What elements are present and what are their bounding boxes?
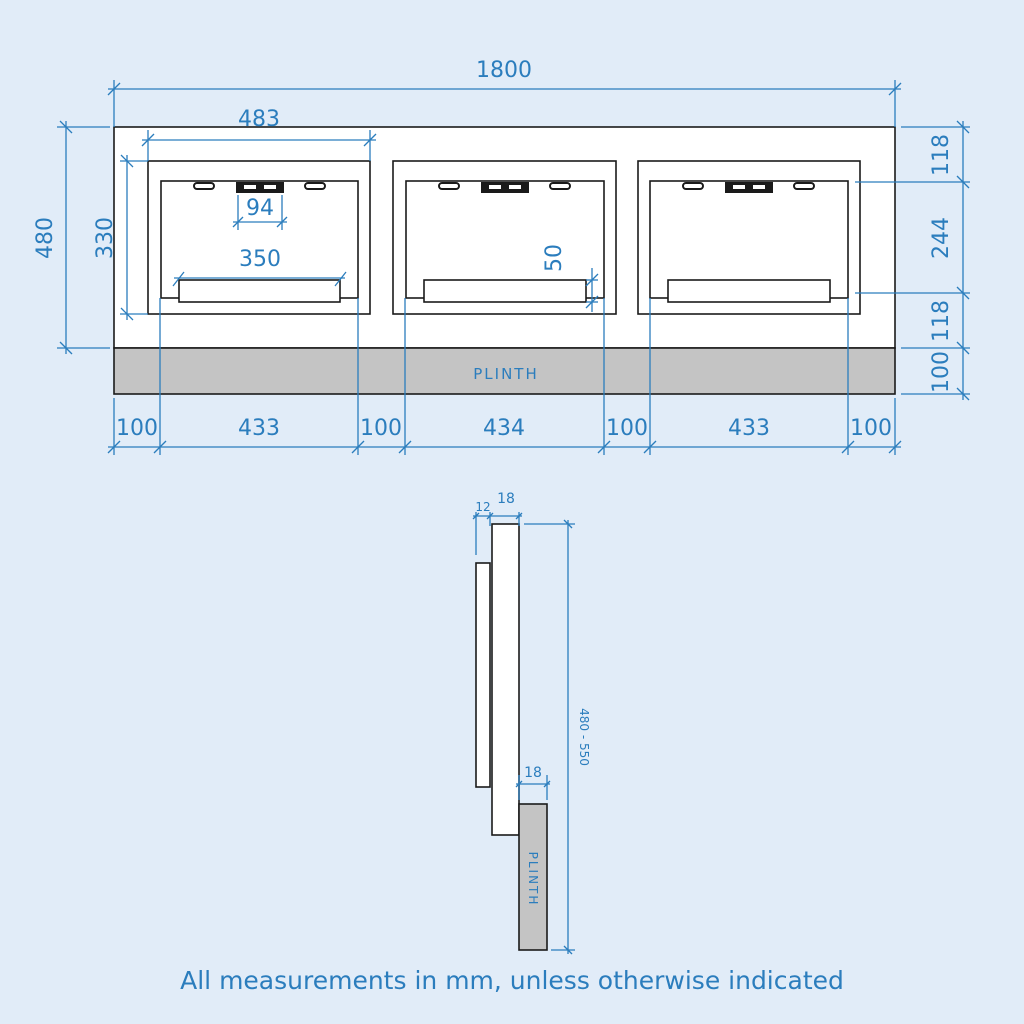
front-view: PLINTH xyxy=(33,58,970,455)
dimension-right-side: 118 244 118 100 xyxy=(855,120,970,401)
svg-text:480: 480 xyxy=(33,217,58,259)
svg-text:244: 244 xyxy=(929,217,954,259)
svg-text:350: 350 xyxy=(239,247,281,272)
svg-text:100: 100 xyxy=(606,416,648,441)
svg-text:18: 18 xyxy=(524,765,542,781)
side-plinth xyxy=(518,803,548,951)
side-view: PLINTH 12 18 18 xyxy=(472,491,591,955)
svg-text:100: 100 xyxy=(360,416,402,441)
dimension-unit-width: 483 xyxy=(141,107,377,161)
dimension-height-range: 480 - 550 xyxy=(524,519,591,955)
tap-fitting-icon xyxy=(438,182,571,193)
plinth-label: PLINTH xyxy=(473,365,539,383)
svg-text:94: 94 xyxy=(246,196,274,221)
svg-text:118: 118 xyxy=(929,134,954,176)
drawer-front-3 xyxy=(667,279,831,303)
svg-text:1800: 1800 xyxy=(476,58,532,83)
drawer-front-2 xyxy=(423,279,587,303)
dimension-bottom: 100 433 100 434 100 433 100 xyxy=(107,298,902,455)
svg-text:483: 483 xyxy=(238,107,280,132)
svg-text:100: 100 xyxy=(116,416,158,441)
basin-unit-2 xyxy=(392,160,617,315)
svg-text:330: 330 xyxy=(93,217,118,259)
dimension-drawer-width: 350 xyxy=(172,247,347,287)
basin-unit-1 xyxy=(147,160,371,315)
basin-unit-3 xyxy=(637,160,861,315)
dimension-drawer-height: 50 xyxy=(542,244,599,312)
carcass-panel xyxy=(491,523,520,836)
plinth xyxy=(113,347,896,395)
dimension-unit-height: 330 xyxy=(93,154,148,321)
measurement-note: All measurements in mm, unless otherwise… xyxy=(180,966,844,995)
svg-text:12: 12 xyxy=(475,500,490,514)
svg-text:434: 434 xyxy=(483,416,525,441)
svg-text:50: 50 xyxy=(542,244,567,272)
svg-text:480 - 550: 480 - 550 xyxy=(577,708,591,766)
svg-text:100: 100 xyxy=(929,351,954,393)
dimension-handle-width: 94 xyxy=(232,195,288,230)
dimension-panel-thickness: 12 18 xyxy=(472,491,523,555)
drawer-front-1 xyxy=(178,279,341,303)
svg-text:433: 433 xyxy=(238,416,280,441)
svg-text:100: 100 xyxy=(850,416,892,441)
dimension-overall-height: 480 xyxy=(33,120,110,355)
svg-text:118: 118 xyxy=(929,300,954,342)
door-panel xyxy=(475,562,491,788)
dimension-plinth-thickness: 18 xyxy=(515,765,551,800)
svg-text:433: 433 xyxy=(728,416,770,441)
svg-text:18: 18 xyxy=(497,491,515,507)
side-plinth-label: PLINTH xyxy=(526,852,540,907)
tap-fitting-icon xyxy=(193,182,326,193)
dimension-overall-width: 1800 xyxy=(107,58,902,127)
tap-fitting-icon xyxy=(682,182,815,193)
